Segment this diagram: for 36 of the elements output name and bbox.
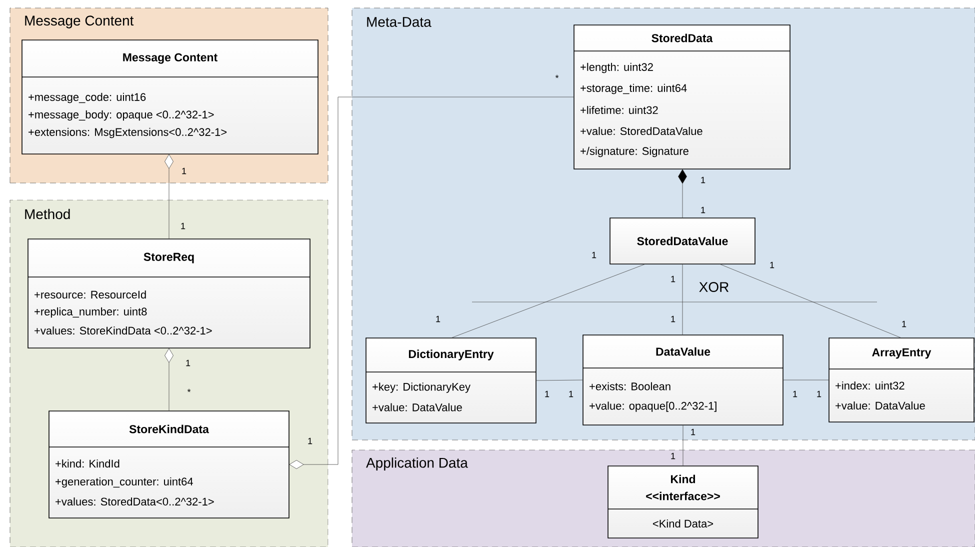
class-box: Kind <<interface>> <Kind Data>	[608, 466, 758, 538]
multiplicity-label: 1	[671, 316, 676, 322]
connector	[682, 424, 684, 466]
connector	[719, 264, 902, 338]
multiplicity-label: 1	[308, 438, 312, 444]
multiplicity-label: 1	[569, 390, 574, 398]
multiplicity-label: *	[187, 388, 191, 392]
aggregation-line	[164, 348, 174, 412]
multiplicity-label: 1	[770, 262, 774, 268]
connector	[450, 264, 646, 338]
multiplicity-label: 1	[181, 222, 186, 230]
multiplicity-label: 1	[902, 320, 906, 328]
class-box: DictionaryEntry +key: DictionaryKey +value: DataValue	[366, 338, 536, 424]
multiplicity-label: 1	[691, 428, 696, 436]
class-box: DataValue +exists: Boolean +value: opaque[0..2^32-1]	[582, 334, 784, 426]
class-box: StoreKindData +kind: KindId +generation_counter: uint64 +values: StoredData<0..2^32-1>	[48, 410, 290, 518]
multiplicity-label: 1	[436, 316, 440, 322]
composition-line	[678, 169, 687, 218]
class-box: Message Content +message_code: uint16 +message_body: opaque <0..2^32-1> +extensions: MsgExtensions<0..2^32-1>	[22, 40, 318, 154]
constraint-label: XOR	[699, 282, 729, 292]
multiplicity-label: 1	[671, 276, 676, 282]
multiplicity-label: *	[555, 74, 559, 78]
multiplicity-label: 1	[793, 390, 798, 398]
connector	[536, 380, 584, 381]
multiplicity-label: 1	[545, 390, 550, 398]
multiplicity-label: 1	[182, 168, 186, 174]
class-box: ArrayEntry +index: uint32 +value: DataValue	[828, 338, 974, 422]
multiplicity-label: 1	[671, 452, 676, 460]
class-box: StoredData +length: uint32 +storage_time: uint64 +lifetime: uint32 +value: StoredDataValue +/signature: Signature	[574, 24, 790, 170]
connector	[682, 264, 683, 336]
class-box: StoreReq +resource: ResourceId +replica_number: uint8 +values: StoreKindData <0..2^32-1>	[28, 238, 310, 348]
aggregation-line	[289, 96, 574, 469]
multiplicity-label: 1	[186, 360, 190, 366]
aggregation-line	[164, 154, 174, 240]
class-box: StoredDataValue	[610, 218, 756, 264]
multiplicity-label: 1	[592, 252, 596, 258]
